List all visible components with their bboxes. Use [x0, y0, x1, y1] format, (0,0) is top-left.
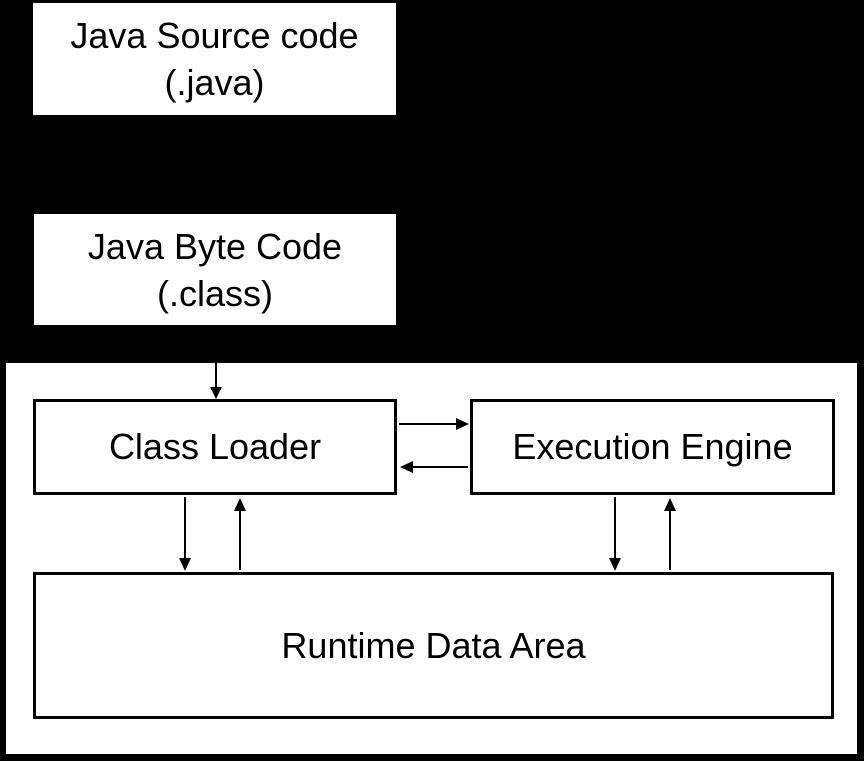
execution-engine-label: Execution Engine	[512, 426, 793, 467]
runtime-data-area-box: Runtime Data Area	[33, 572, 834, 719]
java-source-code-label-line1: Java Source code	[70, 15, 359, 56]
java-byte-code-box: Java Byte Code (.class)	[34, 214, 396, 325]
class-loader-box: Class Loader	[33, 399, 397, 495]
java-byte-code-label-line1: Java Byte Code	[87, 225, 343, 267]
java-byte-code-label-line2: (.class)	[157, 272, 273, 314]
class-loader-label: Class Loader	[108, 426, 322, 467]
execution-engine-box: Execution Engine	[470, 399, 835, 495]
java-source-code-label-line2: (.java)	[164, 62, 265, 103]
runtime-data-area-label: Runtime Data Area	[281, 624, 586, 666]
java-source-code-box: Java Source code (.java)	[33, 3, 396, 115]
